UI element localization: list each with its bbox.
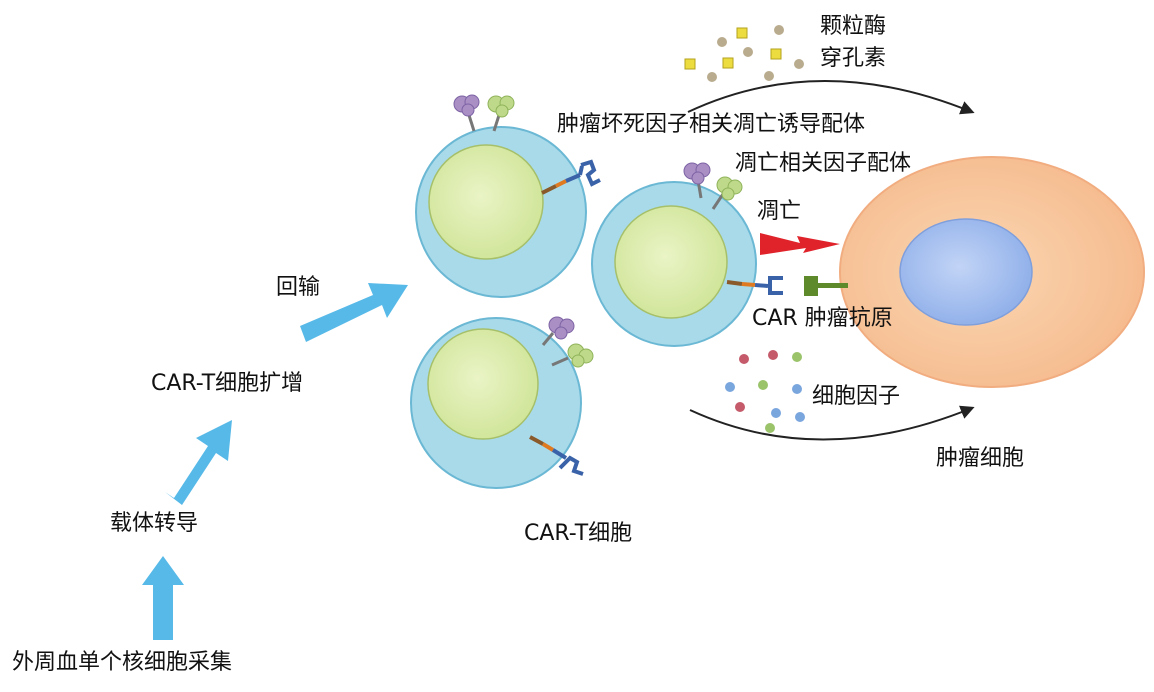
apoptosis-bolt-icon bbox=[760, 233, 840, 255]
purple-receptor-icon bbox=[541, 316, 575, 346]
label-granzyme: 颗粒酶 bbox=[820, 14, 887, 39]
green-receptor-icon bbox=[551, 343, 594, 368]
label-cytokines: 细胞因子 bbox=[812, 384, 901, 409]
green-receptor-icon bbox=[711, 176, 743, 210]
label-fasl: 凋亡相关因子配体 bbox=[735, 151, 912, 176]
label-pbmc-collection: 外周血单个核细胞采集 bbox=[12, 650, 233, 675]
cytokine-release-arrow bbox=[689, 405, 975, 441]
label-car-antigen: CAR 肿瘤抗原 bbox=[752, 306, 893, 331]
purple-receptor-icon bbox=[453, 94, 480, 132]
car-receptor-icon bbox=[541, 159, 601, 195]
tumor-nucleus bbox=[899, 218, 1033, 326]
cytokine-particles bbox=[725, 350, 805, 433]
car-t-cell-engaged bbox=[591, 162, 783, 347]
green-receptor-icon bbox=[487, 95, 515, 132]
label-reinfusion: 回输 bbox=[276, 275, 321, 300]
granzyme-release-arrow bbox=[687, 80, 975, 115]
label-tumor-cell: 肿瘤细胞 bbox=[936, 446, 1025, 471]
car-t-cell-bottom bbox=[410, 316, 594, 489]
label-car-t-cells: CAR-T细胞 bbox=[524, 521, 633, 546]
tumor-antigen-icon bbox=[804, 276, 848, 296]
process-arrow-reinfusion bbox=[300, 283, 408, 342]
process-arrow-up-2 bbox=[165, 420, 232, 505]
label-trail: 肿瘤坏死因子相关凋亡诱导配体 bbox=[557, 112, 866, 137]
process-arrow-up-1 bbox=[142, 556, 184, 640]
car-receptor-icon bbox=[529, 435, 584, 476]
label-apoptosis: 凋亡 bbox=[757, 199, 802, 224]
label-vector-transduction: 载体转导 bbox=[110, 511, 199, 536]
granzyme-perforin-particles bbox=[684, 25, 804, 82]
purple-receptor-icon bbox=[683, 162, 711, 199]
tumor-cell bbox=[839, 156, 1145, 388]
car-t-cell-top bbox=[415, 94, 601, 298]
label-perforin: 穿孔素 bbox=[820, 46, 887, 71]
car-receptor-icon bbox=[726, 276, 783, 295]
label-car-t-expansion: CAR-T细胞扩增 bbox=[151, 371, 304, 396]
